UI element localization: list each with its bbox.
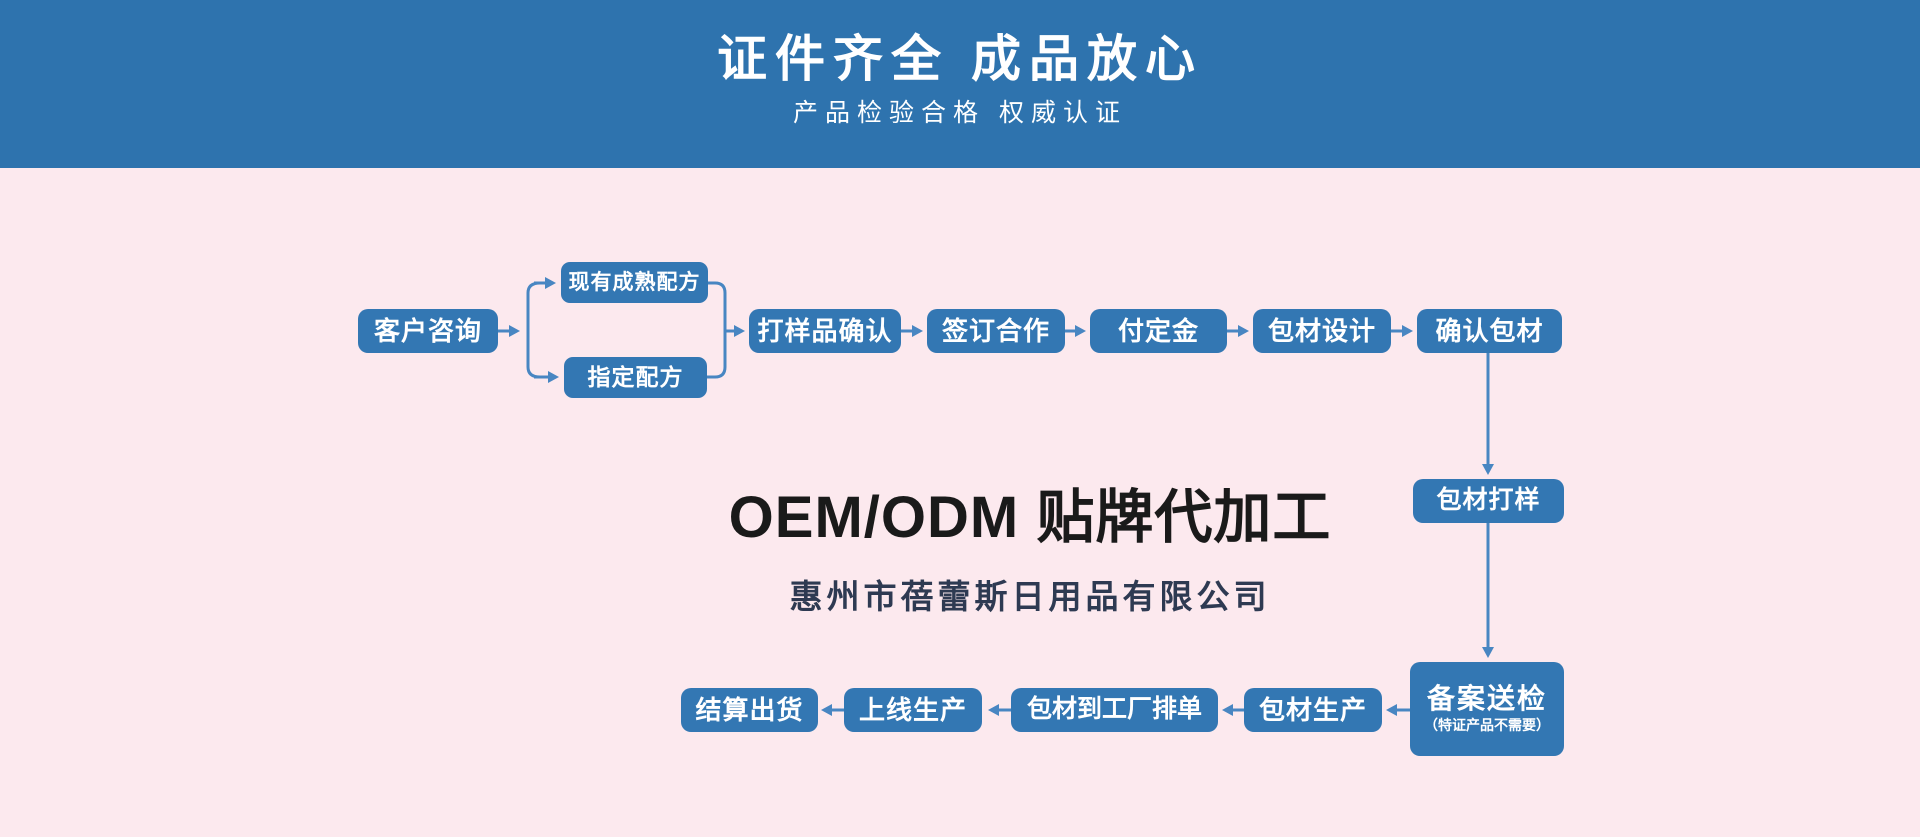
flow-node-assigned-formula: 指定配方	[564, 357, 707, 398]
flow-node-customer-inquiry: 客户咨询	[358, 309, 498, 353]
flow-node-packaging-to-factory: 包材到工厂排单	[1011, 688, 1218, 732]
flow-node-settlement-shipment: 结算出货	[681, 688, 818, 732]
flow-node-online-production: 上线生产	[844, 688, 982, 732]
center-title: OEM/ODM 贴牌代加工	[728, 485, 1332, 550]
flow-node-sign-cooperation: 签订合作	[927, 309, 1065, 353]
company-name: 惠州市蓓蕾斯日用品有限公司	[789, 578, 1271, 615]
branch-split-bracket	[526, 281, 541, 379]
flow-node-packaging-production: 包材生产	[1244, 688, 1382, 732]
flow-node-existing-formula: 现有成熟配方	[561, 262, 708, 303]
flow-node-confirm-packaging: 确认包材	[1417, 309, 1562, 353]
header-banner: 证件齐全 成品放心 产品检验合格 权威认证	[0, 0, 1920, 168]
banner-subtitle: 产品检验合格 权威认证	[793, 99, 1127, 127]
filing-inspection-sublabel: （特证产品不需要）	[1424, 717, 1550, 734]
flow-node-sample-confirmation: 打样品确认	[749, 309, 901, 353]
flow-node-packaging-design: 包材设计	[1253, 309, 1391, 353]
filing-inspection-label: 备案送检	[1426, 683, 1547, 715]
banner-title: 证件齐全 成品放心	[717, 31, 1203, 87]
flow-node-pay-deposit: 付定金	[1090, 309, 1227, 353]
flow-node-packaging-sampling: 包材打样	[1413, 479, 1564, 523]
flow-node-filing-inspection: 备案送检 （特证产品不需要）	[1410, 662, 1564, 756]
branch-merge-bracket	[707, 281, 727, 379]
